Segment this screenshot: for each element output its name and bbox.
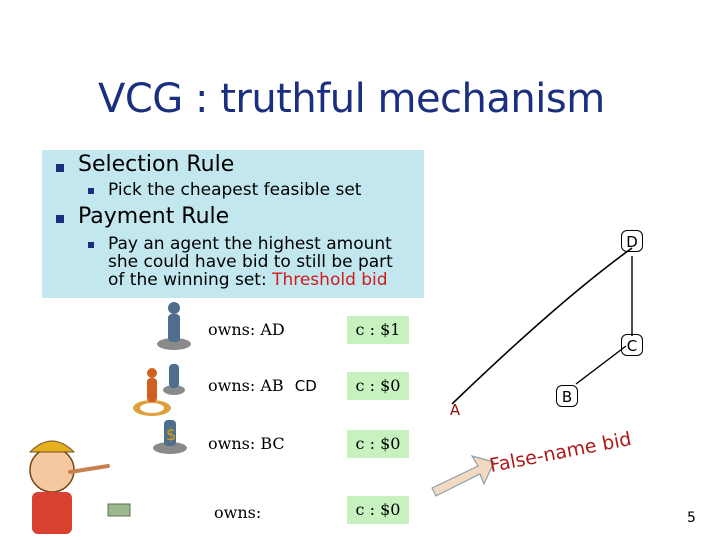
agent-1-cost: c : $1 — [347, 316, 409, 344]
edge-a-d — [451, 247, 633, 405]
sub-bullet-marker — [88, 242, 94, 248]
sub-bullet-pay-line-2: she could have bid to still be part — [108, 252, 393, 272]
agent-4-owns: owns: — [214, 503, 262, 522]
slide-title: VCG : truthful mechanism — [98, 76, 605, 122]
page-number: 5 — [687, 510, 696, 526]
agent-2-owns-extra: CD — [294, 377, 317, 395]
false-name-arrow-icon — [431, 455, 495, 497]
graph-node-b: B — [556, 385, 578, 407]
agent-figure-icon: $ — [153, 420, 187, 454]
svg-text:$: $ — [166, 425, 176, 444]
sub-bullet-pay-line-3: of the winning set: Threshold bid — [108, 272, 388, 289]
agent-4-cost: c : $0 — [347, 496, 409, 524]
agent-1-owns: owns: AD — [208, 320, 285, 339]
agent-3-cost: c : $0 — [347, 430, 409, 458]
graph-node-c: C — [621, 334, 643, 356]
bullet-marker — [56, 164, 64, 172]
agent-2-owns: owns: AB CD — [208, 376, 317, 395]
agent-figure-icon — [133, 364, 185, 416]
graph-node-a: A — [449, 401, 461, 419]
bullet-marker — [56, 215, 64, 223]
sub-bullet-cheapest-set: Pick the cheapest feasible set — [108, 180, 362, 200]
threshold-bid-text: Threshold bid — [272, 270, 388, 290]
bullet-payment-rule: Payment Rule — [78, 204, 230, 229]
sub-bullet-marker — [88, 188, 94, 194]
bullet-selection-rule: Selection Rule — [78, 152, 235, 177]
pinocchio-icon — [28, 440, 131, 534]
agent-3-owns: owns: BC — [208, 434, 285, 453]
graph-node-d: D — [621, 230, 643, 252]
sub-bullet-pay-line-1: Pay an agent the highest amount — [108, 234, 392, 254]
agent-2-owns-text: owns: AB — [208, 376, 284, 395]
sub-bullet-pay-line-3-text: of the winning set: — [108, 270, 273, 290]
agent-figure-icon — [157, 302, 191, 350]
highlight-box — [42, 150, 424, 298]
edge-b-c — [575, 345, 627, 385]
agent-2-cost: c : $0 — [347, 372, 409, 400]
